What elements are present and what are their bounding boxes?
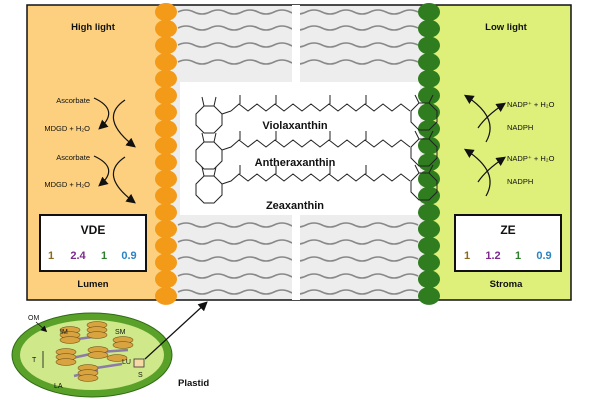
- ze-box: [454, 214, 562, 272]
- reaction-arrow-right-bottom: [477, 156, 506, 183]
- antheraxanthin-structure: [195, 130, 438, 170]
- head-group-bead: [418, 170, 440, 188]
- reaction-arrow-left-bottom: [93, 155, 110, 187]
- ze-value-4: 0.9: [536, 250, 551, 262]
- head-group-bead: [155, 286, 177, 305]
- vde-value-1: 1: [48, 250, 54, 262]
- plastid-label-la: LA: [54, 383, 63, 390]
- lumen-label: Lumen: [77, 279, 108, 290]
- thylakoid-disc: [55, 358, 77, 366]
- head-group-bead: [418, 36, 440, 55]
- nadph-label-top: NADPH: [507, 123, 533, 132]
- reaction-arrow-left-top-main: [112, 99, 136, 148]
- lumen-head-groups: [155, 3, 177, 305]
- head-group-bead: [155, 236, 177, 255]
- head-group-bead: [155, 69, 177, 88]
- thylakoid-disc: [106, 354, 128, 362]
- head-group-bead: [155, 19, 177, 38]
- reaction-arrow-right-top-main: [463, 94, 491, 143]
- vde-value-2: 2.4: [70, 250, 86, 262]
- head-group-bead: [155, 3, 177, 21]
- thylakoid-disc: [59, 336, 81, 344]
- head-group-bead: [155, 36, 177, 55]
- head-group-bead: [418, 286, 440, 305]
- violaxanthin-label: Violaxanthin: [262, 120, 327, 132]
- nadp-label-top: NADP⁺ + H₂O: [507, 100, 555, 109]
- head-group-bead: [418, 19, 440, 38]
- head-group-bead: [155, 253, 177, 272]
- head-group-bead: [155, 170, 177, 188]
- head-group-bead: [155, 270, 177, 289]
- ze-title: ZE: [500, 223, 515, 237]
- head-group-bead: [418, 3, 440, 21]
- lumen-detail-box: [133, 358, 145, 368]
- head-group-bead: [418, 103, 440, 122]
- mdgd-label-bottom: MDGD + H₂O: [44, 180, 90, 189]
- mdgd-label-top: MDGD + H₂O: [44, 124, 90, 133]
- reaction-arrow-right-bottom-main: [463, 148, 491, 197]
- ascorbate-label-bottom: Ascorbate: [56, 153, 90, 162]
- plastid-label-t: T: [32, 357, 37, 364]
- head-group-bead: [155, 220, 177, 239]
- high-light-label: High light: [71, 22, 116, 33]
- reaction-arrow-left-top: [93, 97, 110, 130]
- reaction-arrow-right-top: [477, 102, 506, 129]
- molecule-panel: [180, 82, 420, 215]
- head-group-bead: [155, 136, 177, 155]
- head-group-bead: [418, 136, 440, 155]
- om-pointer: [35, 321, 48, 333]
- stroma-label: Stroma: [490, 279, 523, 290]
- violaxanthin-structure: [195, 94, 438, 134]
- head-group-bead: [155, 86, 177, 105]
- stroma-head-groups: [418, 3, 440, 305]
- plastid-label-im: IM: [60, 329, 68, 336]
- vde-value-4: 0.9: [121, 250, 136, 262]
- head-group-bead: [418, 153, 440, 172]
- head-group-bead: [155, 119, 177, 138]
- plastid-label-s: S: [138, 372, 143, 379]
- membrane-gap: [292, 5, 300, 82]
- thylakoid-disc: [77, 374, 99, 382]
- ze-value-2: 1.2: [485, 250, 500, 262]
- thylakoid-disc: [87, 351, 109, 359]
- head-group-bead: [418, 53, 440, 72]
- ze-value-3: 1: [515, 250, 521, 262]
- thylakoid-disc: [112, 341, 134, 349]
- head-group-bead: [418, 220, 440, 239]
- grana-stacks: [55, 321, 134, 382]
- head-group-bead: [155, 186, 177, 205]
- head-group-bead: [418, 253, 440, 272]
- head-group-bead: [418, 203, 440, 222]
- antheraxanthin-label: Antheraxanthin: [255, 157, 336, 169]
- stroma-lamellae: [69, 334, 129, 378]
- head-group-bead: [155, 153, 177, 172]
- vde-value-3: 1: [101, 250, 107, 262]
- zeaxanthin-label: Zeaxanthin: [266, 200, 324, 212]
- plastid-label-om: OM: [28, 315, 39, 322]
- ze-value-1: 1: [464, 250, 470, 262]
- zoom-arrow: [144, 301, 208, 360]
- nadph-label-bottom: NADPH: [507, 177, 533, 186]
- head-group-bead: [155, 53, 177, 72]
- head-group-bead: [418, 69, 440, 88]
- nadp-label-bottom: NADP⁺ + H₂O: [507, 154, 555, 163]
- vde-title: VDE: [81, 223, 106, 237]
- head-group-bead: [418, 270, 440, 289]
- thylakoid-disc: [86, 331, 108, 339]
- low-light-label: Low light: [485, 22, 528, 33]
- plastid-title: Plastid: [178, 378, 209, 389]
- ascorbate-label-top: Ascorbate: [56, 96, 90, 105]
- head-group-bead: [418, 86, 440, 105]
- head-group-bead: [155, 203, 177, 222]
- reaction-arrow-left-bottom-main: [112, 156, 136, 204]
- head-group-bead: [155, 103, 177, 122]
- plastid-label-sm: SM: [115, 329, 126, 336]
- head-group-bead: [418, 236, 440, 255]
- plastid-label-lu: LU: [122, 359, 131, 366]
- vde-box: [39, 214, 147, 272]
- zeaxanthin-structure: [195, 164, 438, 204]
- membrane-gap: [292, 215, 300, 300]
